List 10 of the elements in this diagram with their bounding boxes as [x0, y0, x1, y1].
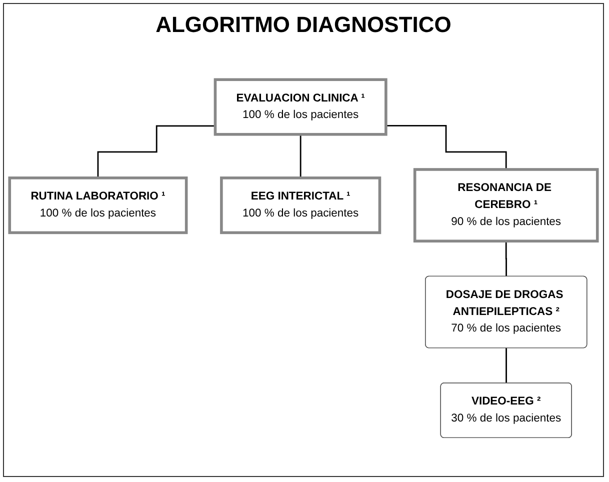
connector: [97, 126, 216, 179]
node-box: EEG INTERICTAL ¹ 100 % de los pacientes: [220, 176, 382, 234]
node-box: RESONANCIA DE CEREBRO ¹ 90 % de los pacientes: [413, 168, 599, 243]
connector: [505, 240, 508, 278]
node-box: RUTINA LABORATORIO ¹ 100 % de los pacientes: [8, 176, 188, 234]
connector: [386, 125, 507, 171]
connector: [300, 134, 302, 179]
node-box: EVALUACION CLINICA ¹ 100 % de los pacientes: [214, 78, 388, 136]
connector: [506, 348, 508, 384]
diagram-title: ALGORITMO DIAGNOSTICO: [156, 12, 452, 38]
